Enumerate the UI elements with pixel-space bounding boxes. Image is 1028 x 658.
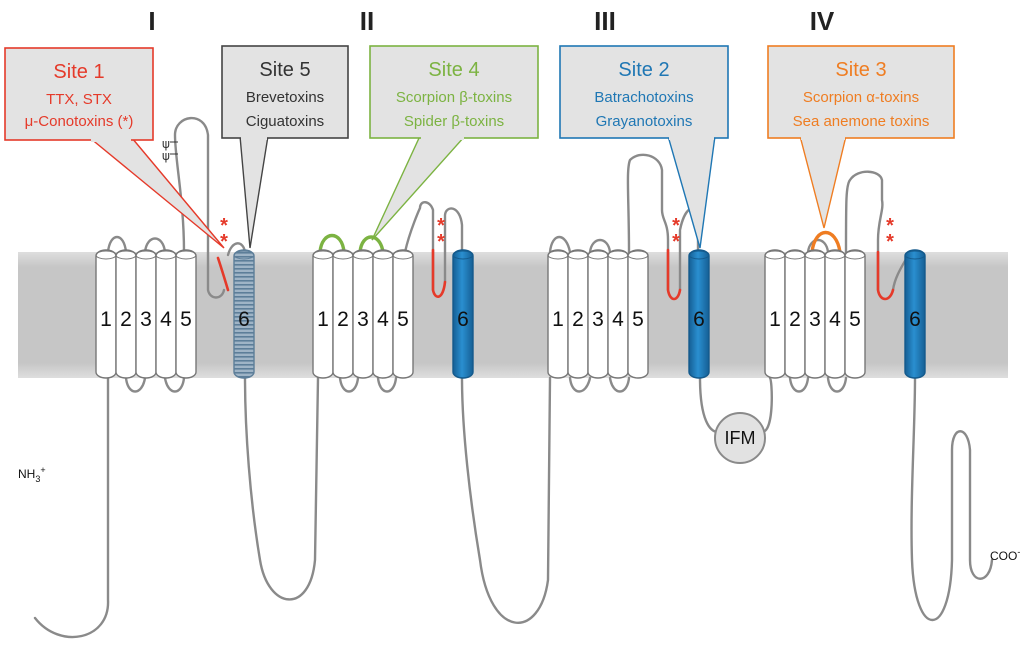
site5-line2: Ciguatoxins xyxy=(246,113,324,130)
segment-label-III-S1: 1 xyxy=(552,308,564,331)
p-loop-stars: * * * * * * * * xyxy=(220,215,894,253)
segment-label-IV-S5: 5 xyxy=(849,308,861,331)
star-marker: * xyxy=(886,215,894,237)
site5-title: Site 5 xyxy=(259,59,310,81)
site1-line2: μ-Conotoxins (*) xyxy=(25,113,134,130)
domain-label-I: I xyxy=(148,6,155,36)
segment-IV-S5 xyxy=(844,249,866,379)
segment-label-IV-S4: 4 xyxy=(829,308,841,331)
site2-callout: Site 2 Batrachotoxins Grayanotoxins xyxy=(559,45,729,249)
segment-II-S5 xyxy=(392,249,414,379)
segment-label-I-S2: 2 xyxy=(120,308,132,331)
segment-I-S6 xyxy=(233,249,255,379)
site4-title: Site 4 xyxy=(428,59,479,81)
glycosylation-marks: ψ ψ xyxy=(162,137,178,163)
n-terminus-label: NH3+ xyxy=(18,465,46,484)
segment-III-S5 xyxy=(627,249,649,379)
p-loop-domain-I xyxy=(216,256,230,292)
site4-line2: Spider β-toxins xyxy=(404,113,504,130)
segment-label-III-S2: 2 xyxy=(572,308,584,331)
site5-callout: Site 5 Brevetoxins Ciguatoxins xyxy=(221,45,349,249)
site2-line1: Batrachotoxins xyxy=(594,89,693,106)
domain-label-III: III xyxy=(594,6,616,36)
site2-title: Site 2 xyxy=(618,59,669,81)
p-loops xyxy=(216,248,895,301)
segment-label-I-S6: 6 xyxy=(238,308,250,331)
site1-title: Site 1 xyxy=(53,61,104,83)
segment-label-IV-S1: 1 xyxy=(769,308,781,331)
site1-line1: TTX, STX xyxy=(46,91,112,108)
domain-label-II: II xyxy=(360,6,374,36)
star-marker: * xyxy=(437,231,445,253)
segment-label-II-S5: 5 xyxy=(397,308,409,331)
star-marker: * xyxy=(220,231,228,253)
segment-label-IV-S3: 3 xyxy=(809,308,821,331)
segment-label-II-S6: 6 xyxy=(457,308,469,331)
segment-III-S6 xyxy=(688,249,710,379)
glycosylation-icon: ψ xyxy=(162,149,170,163)
segment-label-II-S2: 2 xyxy=(337,308,349,331)
site3-loop xyxy=(810,231,842,254)
ifm-label: IFM xyxy=(725,428,756,448)
segment-label-I-S3: 3 xyxy=(140,308,152,331)
segment-II-S4 xyxy=(372,249,394,379)
segment-label-III-S5: 5 xyxy=(632,308,644,331)
segment-label-III-S3: 3 xyxy=(592,308,604,331)
site3-line2: Sea anemone toxins xyxy=(793,113,930,130)
site4-line1: Scorpion β-toxins xyxy=(396,89,512,106)
segment-label-II-S1: 1 xyxy=(317,308,329,331)
segment-label-IV-S6: 6 xyxy=(909,308,921,331)
site1-callout: Site 1 TTX, STX μ-Conotoxins (*) xyxy=(4,47,225,249)
star-marker: * xyxy=(672,215,680,237)
segment-label-I-S5: 5 xyxy=(180,308,192,331)
site4-callout: Site 4 Scorpion β-toxins Spider β-toxins xyxy=(369,45,539,241)
glycosylation-icon: ψ xyxy=(162,137,170,151)
segment-label-I-S4: 4 xyxy=(160,308,172,331)
site4-loops xyxy=(318,234,385,254)
segment-label-II-S4: 4 xyxy=(377,308,389,331)
ifm-motif: IFM xyxy=(714,412,766,464)
site3-callout: Site 3 Scorpion α-toxins Sea anemone tox… xyxy=(767,45,955,229)
star-marker: * xyxy=(220,215,228,237)
c-terminus-label: COO- xyxy=(990,547,1020,563)
segment-I-S5 xyxy=(175,249,197,379)
site3-line1: Scorpion α-toxins xyxy=(803,89,919,106)
segment-label-IV-S2: 2 xyxy=(789,308,801,331)
segment-IV-S6 xyxy=(904,249,926,379)
segment-label-III-S4: 4 xyxy=(612,308,624,331)
segment-label-III-S6: 6 xyxy=(693,308,705,331)
domain-label-IV: IV xyxy=(810,6,835,36)
star-marker: * xyxy=(886,231,894,253)
star-marker: * xyxy=(437,215,445,237)
p-loop-domain-IV xyxy=(876,250,895,301)
site2-line2: Grayanotoxins xyxy=(596,113,693,130)
p-loop-domain-III xyxy=(666,248,682,301)
site5-line1: Brevetoxins xyxy=(246,89,324,106)
site3-title: Site 3 xyxy=(835,59,886,81)
segment-label-II-S3: 3 xyxy=(357,308,369,331)
domain-labels: I II III IV xyxy=(148,6,835,36)
segment-label-I-S1: 1 xyxy=(100,308,112,331)
star-marker: * xyxy=(672,231,680,253)
p-loop-domain-II xyxy=(431,248,447,298)
segment-II-S6 xyxy=(452,249,474,379)
